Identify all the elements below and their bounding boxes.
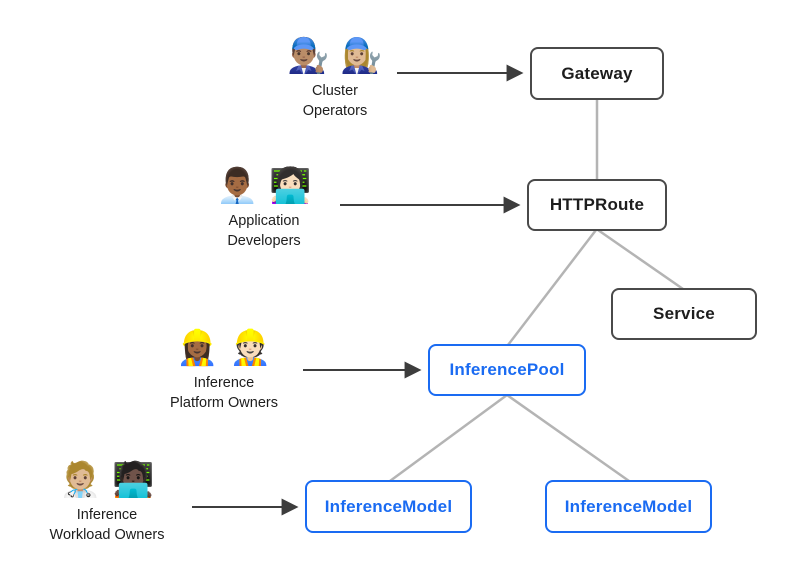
edge-inferencepool-inferencemodel-left [389,393,508,483]
edge-lines [389,100,684,483]
man-mechanic-icon: 👨🏽‍🔧 [287,36,330,76]
node-httproute: HTTPRoute [527,179,667,231]
actor-arrows [192,64,524,516]
actor-application-developers: 👨🏾‍💼 👩🏻‍💻 Application Developers [189,166,339,251]
actor-inference-platform-owners: 👷🏾‍♀️ 👷🏻 Inference Platform Owners [139,328,309,413]
node-service: Service [611,288,757,340]
actor-cluster-operators: 👨🏽‍🔧 👩🏼‍🔧 Cluster Operators [260,36,410,121]
node-inferencemodel-left: InferenceModel [305,480,472,533]
cluster-operators-label: Cluster Operators [302,82,368,120]
node-httproute-label: HTTPRoute [549,195,645,214]
node-inferencemodel-right: InferenceModel [545,480,712,533]
cluster-operators-emoji: 👨🏽‍🔧 👩🏼‍🔧 [260,36,410,77]
edge-httproute-inferencepool [507,229,597,346]
node-inferencepool-label: InferencePool [449,360,565,379]
woman-technologist-icon: 👩🏻‍💻 [269,166,312,206]
man-office-worker-icon: 👨🏾‍💼 [216,166,259,206]
health-worker-icon: 🧑🏼‍⚕️ [59,460,102,500]
inference-workload-owners-emoji: 🧑🏼‍⚕️ 🧑🏿‍💻 [22,460,192,501]
node-service-label: Service [653,304,715,323]
edge-inferencepool-inferencemodel-right [506,393,630,483]
node-inferencemodel-right-label: InferenceModel [564,496,693,516]
application-developers-label: Application Developers [227,212,301,250]
inference-platform-owners-label: Inference Platform Owners [170,374,278,412]
woman-mechanic-icon: 👩🏼‍🔧 [340,36,383,76]
node-gateway: Gateway [530,47,664,100]
node-gateway-label: Gateway [561,63,633,83]
actor-inference-workload-owners: 🧑🏼‍⚕️ 🧑🏿‍💻 Inference Workload Owners [22,460,192,545]
man-technologist-icon: 🧑🏿‍💻 [112,460,155,500]
man-construction-worker-icon: 👷🏻 [229,328,272,368]
edge-httproute-service [597,228,684,291]
inference-workload-owners-label: Inference Workload Owners [49,506,165,544]
inference-platform-owners-emoji: 👷🏾‍♀️ 👷🏻 [139,328,309,369]
application-developers-emoji: 👨🏾‍💼 👩🏻‍💻 [189,166,339,207]
node-inferencepool: InferencePool [428,344,586,396]
woman-construction-worker-icon: 👷🏾‍♀️ [176,328,219,368]
node-inferencemodel-left-label: InferenceModel [324,496,453,516]
